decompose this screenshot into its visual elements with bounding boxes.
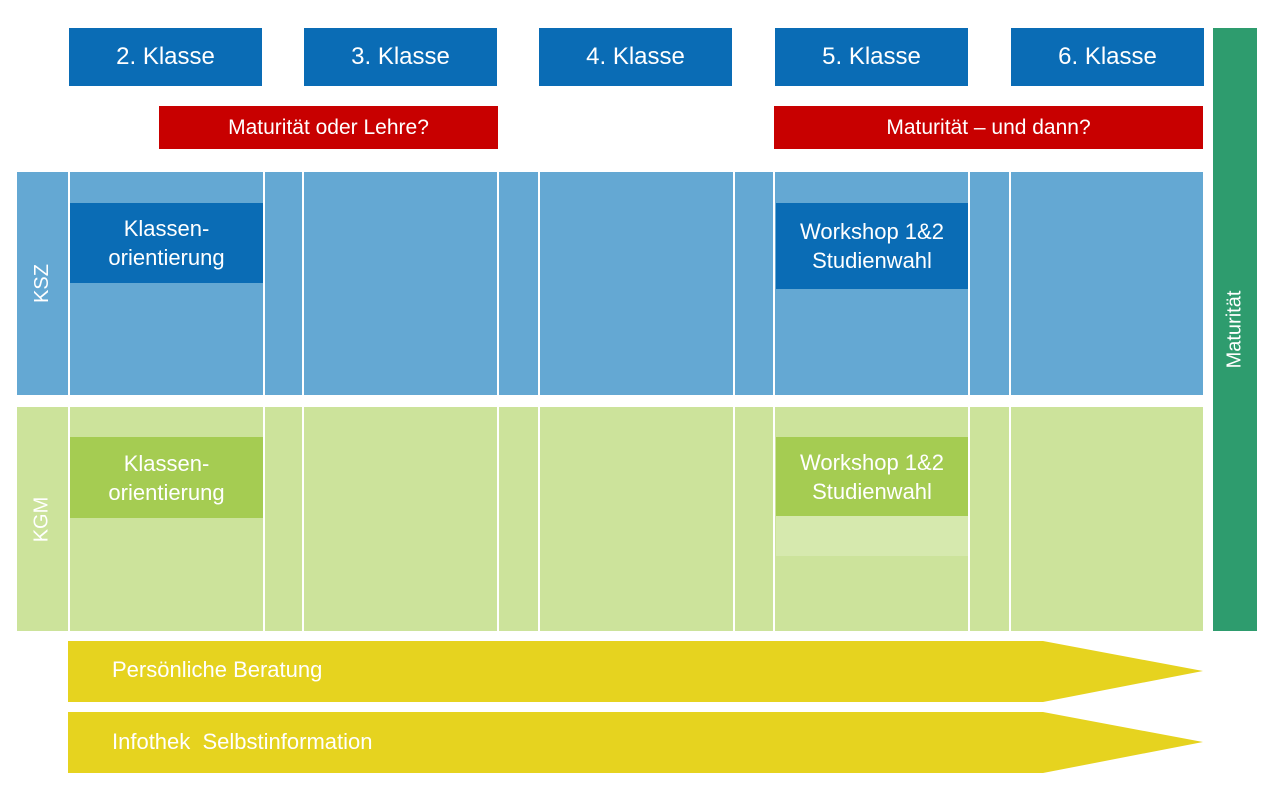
class-header-2: 2. Klasse (69, 28, 262, 86)
column-separator (1009, 407, 1011, 631)
ksz-klassenorientierung-box: Klassen- orientierung (70, 203, 263, 283)
column-separator (773, 172, 775, 395)
column-separator (1009, 172, 1011, 395)
column-separator (968, 172, 970, 395)
column-separator (302, 407, 304, 631)
class-header-4: 4. Klasse (539, 28, 732, 86)
ksz-workshop-box: Workshop 1&2 Studienwahl (776, 203, 968, 289)
arrow-label-infothek: Infothek Selbstinformation (112, 729, 373, 754)
class-header-6: 6. Klasse (1011, 28, 1204, 86)
column-separator (68, 172, 70, 395)
column-separator (68, 407, 70, 631)
column-separator (263, 407, 265, 631)
arrow-shape (68, 641, 1203, 702)
row-label-kgm: KGM (30, 496, 53, 542)
arrow-persoenliche-beratung: Persönliche Beratung (68, 641, 1203, 702)
class-header-5: 5. Klasse (775, 28, 968, 86)
banner-maturitaet-oder-lehre: Maturität oder Lehre? (159, 106, 498, 149)
arrow-label-beratung: Persönliche Beratung (112, 657, 323, 682)
column-separator (538, 407, 540, 631)
column-separator (302, 172, 304, 395)
column-separator (773, 407, 775, 631)
column-separator (497, 172, 499, 395)
column-separator (733, 172, 735, 395)
class-header-3: 3. Klasse (304, 28, 497, 86)
column-separator (497, 407, 499, 631)
arrow-infothek: Infothek Selbstinformation (68, 712, 1203, 773)
arrow-shape (68, 712, 1203, 773)
maturitaet-bar: Maturität (1213, 28, 1257, 631)
kgm-klassenorientierung-box: Klassen- orientierung (70, 437, 263, 518)
column-separator (733, 407, 735, 631)
kgm-workshop-box-extension (776, 516, 968, 556)
kgm-workshop-box: Workshop 1&2 Studienwahl (776, 437, 968, 516)
banner-maturitaet-und-dann: Maturität – und dann? (774, 106, 1203, 149)
column-separator (263, 172, 265, 395)
row-label-ksz: KSZ (30, 264, 53, 303)
column-separator (538, 172, 540, 395)
column-separator (968, 407, 970, 631)
